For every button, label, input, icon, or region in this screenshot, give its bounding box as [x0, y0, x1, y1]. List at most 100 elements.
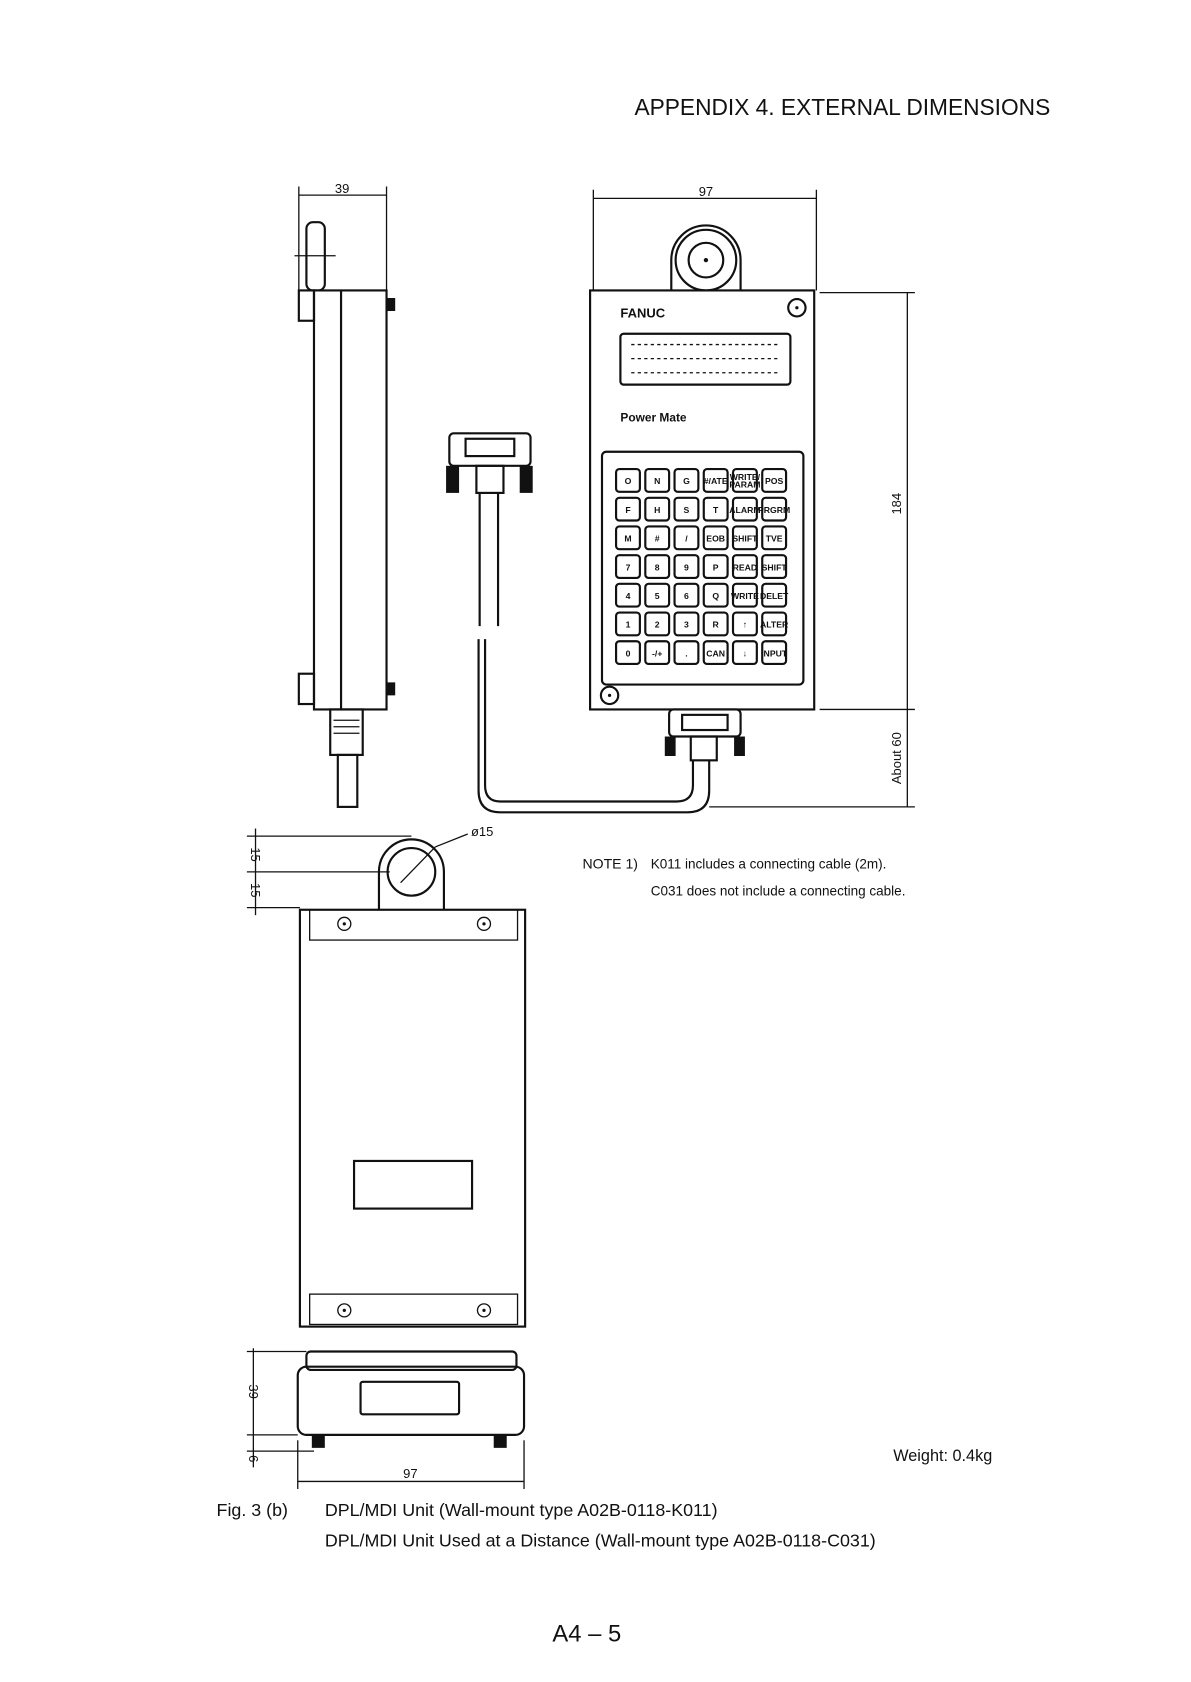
key	[731, 468, 758, 493]
key	[702, 582, 729, 608]
key	[702, 525, 729, 551]
figure-number: Fig. 3 (b)	[217, 1500, 288, 1520]
note-label: NOTE 1)	[583, 856, 638, 872]
key	[673, 611, 700, 637]
key-label: G	[683, 476, 690, 486]
key	[731, 582, 758, 608]
model-label: Power Mate	[620, 410, 687, 424]
key-label: R	[713, 620, 720, 630]
key-label: SHIFT	[732, 534, 758, 544]
key-label: P	[713, 562, 719, 572]
key-label: 0	[626, 648, 631, 658]
key-label: N	[654, 476, 660, 486]
key-label: 3	[684, 620, 689, 630]
key	[673, 640, 700, 666]
key	[702, 468, 729, 493]
key	[731, 611, 758, 637]
note-line-1: K011 includes a connecting cable (2m).	[651, 857, 887, 872]
key	[761, 554, 788, 579]
key-label: 8	[655, 562, 660, 572]
key	[761, 640, 788, 666]
key	[702, 554, 729, 579]
key-label: ALTER	[760, 620, 789, 630]
key-label: PRGRM	[758, 505, 790, 515]
dim-foot-height: 6	[246, 1455, 261, 1462]
key	[614, 468, 641, 493]
key	[644, 468, 671, 493]
dim-hole-diameter: ø15	[471, 824, 493, 839]
rear-view: ø15 15 15	[246, 824, 527, 1328]
key-label: 6	[684, 591, 689, 601]
key-label: 7	[626, 562, 631, 572]
key	[673, 554, 700, 579]
key	[673, 582, 700, 608]
key-label: M	[624, 534, 631, 544]
key	[702, 611, 729, 637]
key-label: ↓	[743, 648, 747, 658]
key-label: CAN	[706, 648, 725, 658]
dim-side-width: 39	[335, 181, 349, 196]
key-label: WRITE/PARAM	[729, 472, 760, 490]
caption-line-2: DPL/MDI Unit Used at a Distance (Wall-mo…	[325, 1530, 876, 1550]
dim-tab-lower: 15	[248, 883, 263, 897]
brand-logo: FANUC	[620, 306, 665, 321]
key-label: T	[713, 505, 719, 515]
key-label: /	[685, 534, 688, 544]
note-line-2: C031 does not include a connecting cable…	[651, 884, 906, 899]
key	[731, 496, 758, 522]
dim-bottom-height: 39	[246, 1384, 261, 1398]
key-label: WRITE	[731, 591, 759, 601]
key	[702, 496, 729, 522]
key	[731, 554, 758, 579]
key	[673, 496, 700, 522]
key-label: O	[625, 476, 632, 486]
key-label: DELET	[760, 591, 789, 601]
key-label: READ	[733, 562, 758, 572]
lcd-display	[619, 332, 792, 386]
key-label: S	[684, 505, 690, 515]
keypad	[600, 450, 805, 686]
page-number: A4 – 5	[552, 1621, 621, 1648]
dim-front-width: 97	[699, 184, 713, 199]
key-label: Q	[712, 591, 719, 601]
key-label: 5	[655, 591, 660, 601]
key-label: 1	[626, 620, 631, 630]
key-label: ALARM	[729, 505, 760, 515]
key	[644, 525, 671, 551]
key-label: .	[685, 648, 687, 658]
key	[614, 554, 641, 579]
key-label: ↑	[743, 620, 747, 630]
key	[731, 525, 758, 551]
key	[614, 525, 641, 551]
key	[644, 554, 671, 579]
key	[761, 611, 788, 637]
key	[644, 611, 671, 637]
key	[673, 525, 700, 551]
key	[761, 525, 788, 551]
page-header: APPENDIX 4. EXTERNAL DIMENSIONS	[634, 94, 1050, 120]
key	[702, 640, 729, 666]
bottom-view: 39 6 97	[246, 1348, 526, 1490]
key	[614, 611, 641, 637]
key-label: 4	[626, 591, 631, 601]
dim-bottom-width: 97	[403, 1466, 417, 1481]
key-label: SHIFT	[762, 562, 788, 572]
key	[614, 640, 641, 666]
key	[644, 496, 671, 522]
key-label: INPUT	[761, 648, 788, 658]
key	[614, 582, 641, 608]
key-label: POS	[765, 476, 784, 486]
dim-tab-upper: 15	[248, 847, 263, 861]
key	[644, 640, 671, 666]
side-view: 39	[294, 181, 396, 808]
key	[731, 640, 758, 666]
key	[644, 582, 671, 608]
key-label: #	[655, 534, 660, 544]
key-label: EOB	[706, 534, 725, 544]
dim-front-height: 184	[889, 493, 904, 515]
key-label: #/ATE	[704, 476, 728, 486]
key-label: -/+	[652, 648, 662, 658]
key-label: 9	[684, 562, 689, 572]
